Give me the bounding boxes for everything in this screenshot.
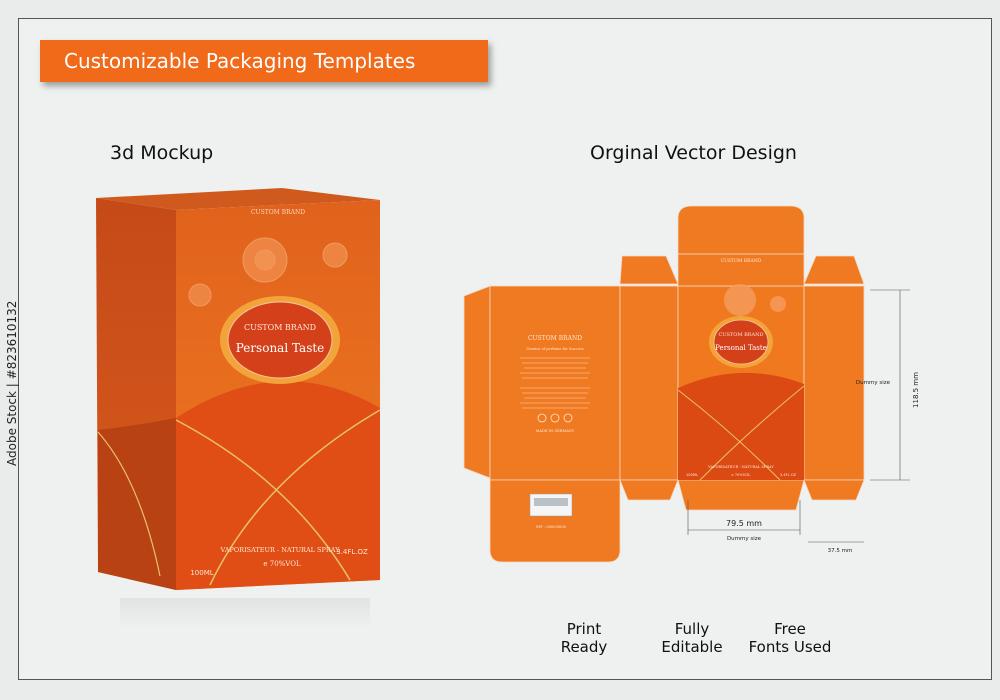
dim-width: 79.5 mm <box>726 519 762 528</box>
recycle-icons <box>537 413 573 423</box>
box-spray: VAPORISATEUR - NATURAL SPRAY <box>220 546 341 554</box>
box-oz: 3.4FL.OZ <box>336 548 368 556</box>
dieline-badge-brand: CUSTOM BRAND <box>718 332 763 338</box>
mockup-heading: 3d Mockup <box>110 142 214 164</box>
dieline-badge-name: Personal Taste <box>715 344 767 352</box>
dieline-back-brand: CUSTOM BRAND <box>528 335 582 342</box>
dim-width-label: Dummy size <box>727 536 762 542</box>
box-ml: 100ML <box>190 569 213 577</box>
box-top-face <box>96 188 380 210</box>
box-reflection <box>120 598 370 628</box>
banner-title: Customizable Packaging Templates <box>64 49 416 73</box>
dieline-side-panel-2 <box>803 285 865 481</box>
title-banner: Customizable Packaging Templates <box>40 40 488 82</box>
dieline-back-line2: MADE IN GERMANY <box>536 429 575 433</box>
feature-print-ready: Print Ready <box>560 620 608 656</box>
dieline-side-panel <box>619 285 679 481</box>
vector-heading: Orginal Vector Design <box>590 142 797 164</box>
feature-free-fonts: Free Fonts Used <box>748 620 832 656</box>
dieline-ml: 100ML <box>686 473 698 477</box>
dieline-back-panel <box>489 285 621 481</box>
stock-id-label: Adobe Stock | #823610132 <box>5 300 19 466</box>
dieline-back-line1: Creator of perfume for Success <box>526 347 583 351</box>
dieline-top-flap <box>677 205 805 255</box>
box-vol: e 70%VOL <box>263 560 301 568</box>
box-mockup: CUSTOM BRAND Personal Taste CUSTOM BRAND… <box>96 188 381 590</box>
dieline-vector: CUSTOM BRAND Personal Taste CUSTOM BRAND… <box>463 205 920 563</box>
box-lower-panel <box>176 381 380 590</box>
dieline-spray: VAPORISATEUR - NATURAL SPRAY <box>707 465 774 469</box>
dieline-vol: e 70%VOL <box>731 473 751 477</box>
box-top-brand: CUSTOM BRAND <box>251 209 305 216</box>
box-badge-brand: CUSTOM BRAND <box>244 323 316 332</box>
gold-line <box>209 409 381 586</box>
dim-height-label: Dummy size <box>856 380 891 386</box>
dieline-ref: REF : 0000/0000 <box>536 525 567 529</box>
dim-height: 118.5 mm <box>912 372 920 408</box>
box-badge-name: Personal Taste <box>236 341 325 355</box>
dieline-top-brand: CUSTOM BRAND <box>721 258 762 264</box>
dieline-oz: 3.4FL.OZ <box>780 473 797 477</box>
feature-fully-editable: Fully Editable <box>661 620 723 656</box>
dim-depth: 37.5 mm <box>828 548 853 554</box>
flower-decoration <box>188 237 348 307</box>
dieline-bottom-flap <box>489 479 621 563</box>
